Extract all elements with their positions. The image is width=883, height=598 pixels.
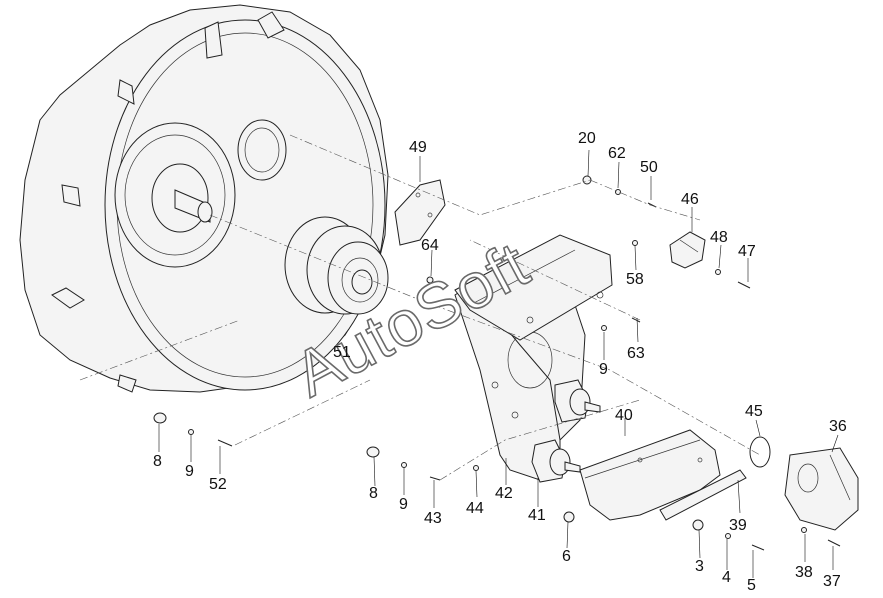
- callout-9: 9: [599, 361, 608, 378]
- callout-63: 63: [627, 345, 645, 362]
- leader-lines: [158, 149, 839, 578]
- clamp-strip-39: [659, 469, 747, 521]
- fitting-46: [669, 231, 706, 269]
- callout-6: 6: [562, 548, 571, 565]
- callout-50: 50: [640, 159, 658, 176]
- callout-46: 46: [681, 191, 699, 208]
- callout-42: 42: [495, 485, 513, 502]
- callout-43: 43: [424, 510, 442, 527]
- callout-9: 9: [185, 463, 194, 480]
- o-ring-45: [749, 436, 771, 468]
- fasteners: [153, 175, 841, 551]
- callout-52: 52: [209, 476, 227, 493]
- upper-bracket: [454, 234, 613, 341]
- callout-39: 39: [729, 517, 747, 534]
- callout-47: 47: [738, 243, 756, 260]
- hydraulic-motor-upper: [554, 379, 601, 423]
- callout-45: 45: [745, 403, 763, 420]
- callout-64: 64: [421, 237, 439, 254]
- callout-48: 48: [710, 229, 728, 246]
- callout-8: 8: [153, 453, 162, 470]
- callout-5: 5: [747, 577, 756, 594]
- brake-housing-36: [784, 447, 859, 531]
- assembly-axes: [79, 134, 761, 481]
- callout-8: 8: [369, 485, 378, 502]
- callout-3: 3: [695, 558, 704, 575]
- callout-51: 51: [333, 344, 351, 361]
- cover-plate-49: [394, 179, 446, 246]
- callout-9: 9: [399, 496, 408, 513]
- planetary-gearbox-51: [284, 216, 389, 315]
- callout-44: 44: [466, 500, 484, 517]
- drum-hub-flange: [114, 122, 236, 268]
- callout-40: 40: [615, 407, 633, 424]
- callout-38: 38: [795, 564, 813, 581]
- callout-49: 49: [409, 139, 427, 156]
- callout-36: 36: [829, 418, 847, 435]
- callout-58: 58: [626, 271, 644, 288]
- callout-4: 4: [722, 569, 731, 586]
- callout-20: 20: [578, 130, 596, 147]
- callout-62: 62: [608, 145, 626, 162]
- callout-41: 41: [528, 507, 546, 524]
- guard-40: [579, 429, 721, 521]
- callout-numbers: 2062504946484764586395145364089528943444…: [153, 130, 847, 594]
- drum-inspection-port: [237, 119, 287, 181]
- callout-37: 37: [823, 573, 841, 590]
- hydraulic-motor-41: [531, 439, 581, 483]
